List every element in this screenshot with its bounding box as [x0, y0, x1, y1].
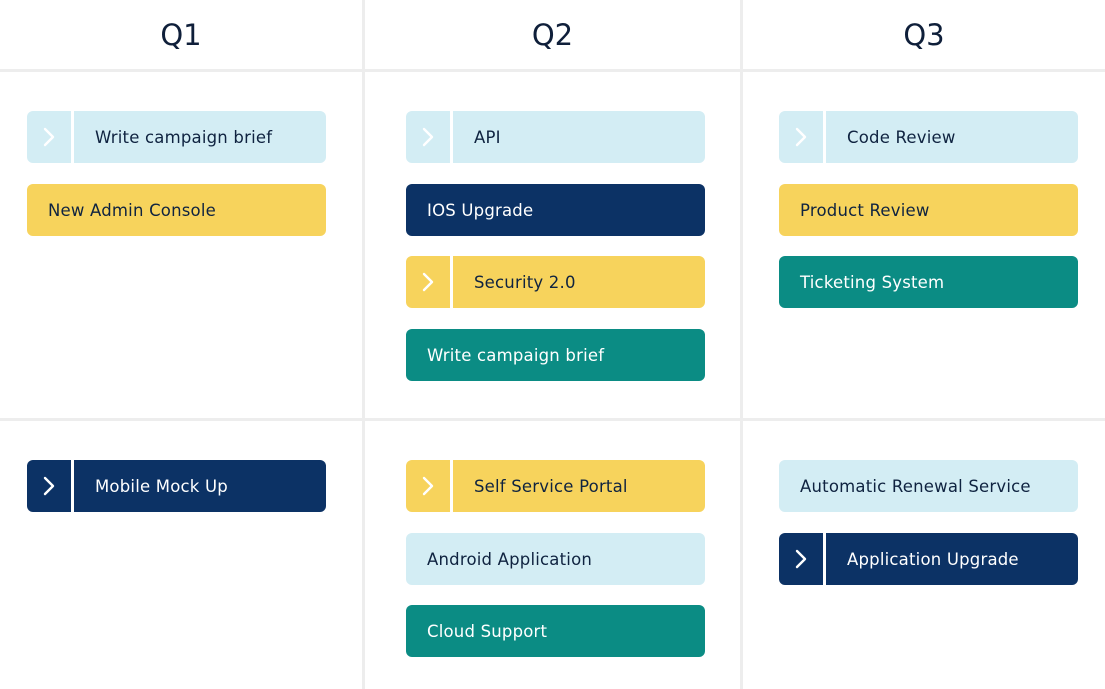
task-card-label: IOS Upgrade: [427, 200, 534, 220]
column-divider: [740, 0, 743, 689]
task-card[interactable]: IOS Upgrade: [406, 184, 705, 236]
task-card[interactable]: Product Review: [779, 184, 1078, 236]
chevron-right-icon[interactable]: [779, 533, 823, 585]
task-card-label: New Admin Console: [48, 200, 216, 220]
header-divider: [0, 69, 1105, 72]
chevron-right-icon[interactable]: [406, 111, 450, 163]
task-card-label: Mobile Mock Up: [95, 476, 228, 496]
task-card[interactable]: API: [406, 111, 705, 163]
task-card-label: API: [474, 127, 501, 147]
chevron-right-icon[interactable]: [406, 460, 450, 512]
task-card-label: Write campaign brief: [95, 127, 273, 147]
card-handle-divider: [450, 460, 453, 512]
task-card-label: Application Upgrade: [847, 549, 1019, 569]
column-header-q2: Q2: [531, 18, 574, 52]
task-card-label: Security 2.0: [474, 272, 576, 292]
task-card-label: Product Review: [800, 200, 930, 220]
chevron-right-icon[interactable]: [406, 256, 450, 308]
task-card[interactable]: New Admin Console: [27, 184, 326, 236]
task-card[interactable]: Cloud Support: [406, 605, 705, 657]
task-card-label: Automatic Renewal Service: [800, 476, 1031, 496]
task-card[interactable]: Mobile Mock Up: [27, 460, 326, 512]
task-card[interactable]: Ticketing System: [779, 256, 1078, 308]
task-card[interactable]: Write campaign brief: [406, 329, 705, 381]
task-card[interactable]: Self Service Portal: [406, 460, 705, 512]
task-card[interactable]: Code Review: [779, 111, 1078, 163]
column-divider: [362, 0, 365, 689]
chevron-right-icon[interactable]: [27, 111, 71, 163]
task-card[interactable]: Write campaign brief: [27, 111, 326, 163]
chevron-right-icon[interactable]: [27, 460, 71, 512]
column-header-q1: Q1: [160, 18, 202, 52]
task-card-label: Ticketing System: [800, 272, 945, 292]
chevron-right-icon[interactable]: [779, 111, 823, 163]
column-header-q3: Q3: [903, 18, 945, 52]
task-card-label: Cloud Support: [427, 621, 548, 641]
task-card-label: Code Review: [847, 127, 956, 147]
card-handle-divider: [450, 111, 453, 163]
task-card-label: Self Service Portal: [474, 476, 628, 496]
card-handle-divider: [450, 256, 453, 308]
task-card[interactable]: Automatic Renewal Service: [779, 460, 1078, 512]
task-card-label: Android Application: [427, 549, 593, 569]
row-divider: [0, 418, 1105, 421]
card-handle-divider: [71, 460, 74, 512]
card-handle-divider: [71, 111, 74, 163]
task-card[interactable]: Application Upgrade: [779, 533, 1078, 585]
card-handle-divider: [823, 111, 826, 163]
task-card-label: Write campaign brief: [427, 345, 605, 365]
task-card[interactable]: Android Application: [406, 533, 705, 585]
card-handle-divider: [823, 533, 826, 585]
task-card[interactable]: Security 2.0: [406, 256, 705, 308]
